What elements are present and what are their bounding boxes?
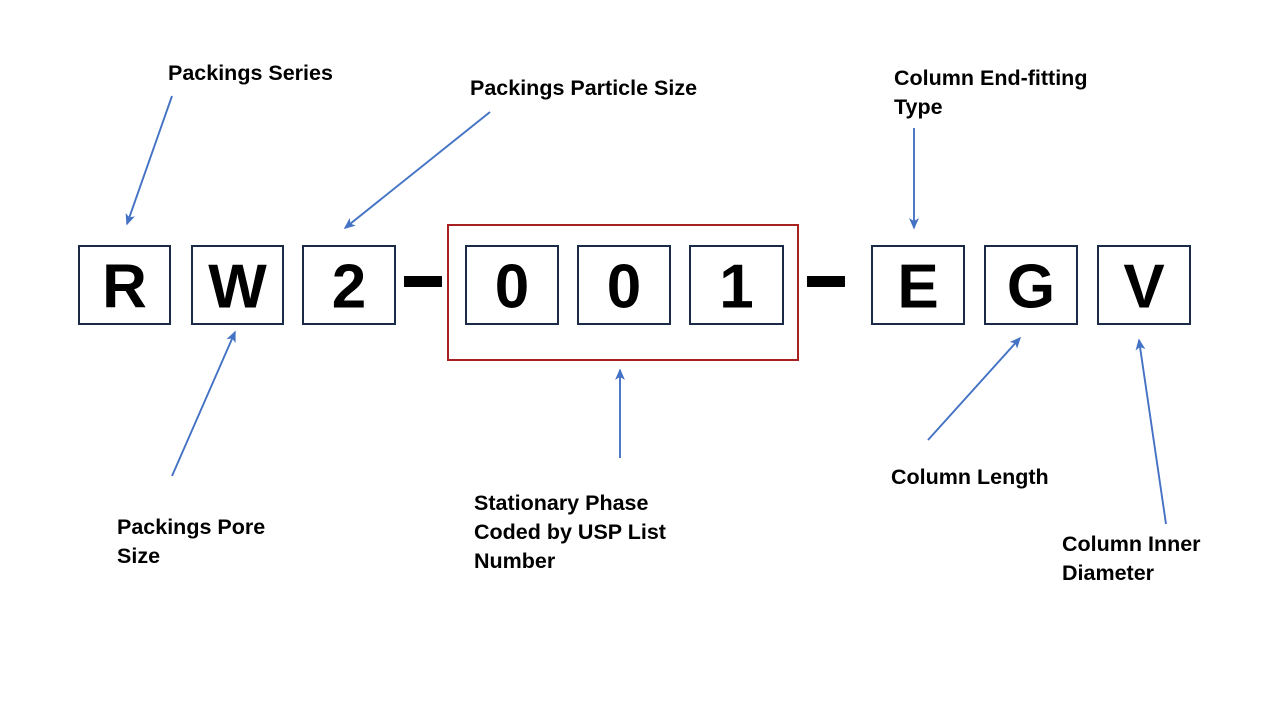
code-box-outline — [1097, 245, 1191, 325]
code-box-char-9[interactable]: V — [1097, 245, 1191, 325]
code-box-char: 0 — [495, 253, 529, 322]
code-box-outline — [577, 245, 671, 325]
code-box-char: E — [897, 253, 938, 322]
callout-arrow-column-length — [927, 336, 1022, 441]
code-box-char-4[interactable]: 0 — [465, 245, 559, 325]
code-box-char: 0 — [607, 253, 641, 322]
code-box-outline — [689, 245, 784, 325]
code-box-char: 2 — [332, 253, 366, 322]
callout-line: Size — [117, 544, 160, 568]
callout-label-packings-series: Packings Series — [168, 61, 333, 85]
code-box-char: G — [1007, 253, 1055, 322]
highlight-stationary-phase-group — [447, 224, 799, 361]
callout-line: Column Inner — [1062, 532, 1201, 556]
callout-label-packings-particle-size: Packings Particle Size — [470, 76, 697, 100]
code-box-outline — [871, 245, 965, 325]
code-box-outline — [465, 245, 559, 325]
code-box-char: R — [102, 253, 147, 322]
code-box-char-2[interactable]: W — [191, 245, 284, 325]
code-box-char-1[interactable]: R — [78, 245, 171, 325]
callout-line: Column End-fitting — [894, 66, 1087, 90]
separator-dash-1 — [404, 276, 442, 287]
callout-line: Packings Particle Size — [470, 76, 697, 100]
callout-line: Coded by USP List — [474, 520, 666, 544]
code-box-char: W — [208, 253, 267, 322]
callout-column-length: Column Length — [891, 336, 1049, 489]
code-box-outline — [191, 245, 284, 325]
callout-line: Stationary Phase — [474, 491, 648, 515]
callout-line: Column Length — [891, 465, 1049, 489]
code-box-outline — [78, 245, 171, 325]
code-box-char-6[interactable]: 1 — [689, 245, 784, 325]
code-box-char: V — [1123, 253, 1164, 322]
callout-arrow-packings-pore-size — [171, 330, 236, 477]
separators-layer — [404, 276, 845, 287]
code-box-char-8[interactable]: G — [984, 245, 1078, 325]
callout-line: Diameter — [1062, 561, 1155, 585]
highlight-layer — [447, 224, 799, 361]
code-box-outline — [984, 245, 1078, 325]
callout-arrow-column-inner-diameter — [1135, 338, 1167, 525]
code-box-char-7[interactable]: E — [871, 245, 965, 325]
code-box-char: 1 — [719, 253, 753, 322]
callout-label-column-length: Column Length — [891, 465, 1049, 489]
callout-line: Type — [894, 95, 943, 119]
code-box-char-3[interactable]: 2 — [302, 245, 396, 325]
code-box-char-5[interactable]: 0 — [577, 245, 671, 325]
callout-line: Packings Series — [168, 61, 333, 85]
separator-dash-2 — [807, 276, 845, 287]
callout-arrow-packings-series — [125, 95, 173, 226]
callout-arrow-packings-particle-size — [343, 111, 491, 229]
code-box-outline — [302, 245, 396, 325]
callout-packings-particle-size: Packings Particle Size — [343, 76, 697, 229]
callout-packings-series: Packings Series — [125, 61, 333, 226]
callout-line: Packings Pore — [117, 515, 265, 539]
callout-line: Number — [474, 549, 556, 573]
